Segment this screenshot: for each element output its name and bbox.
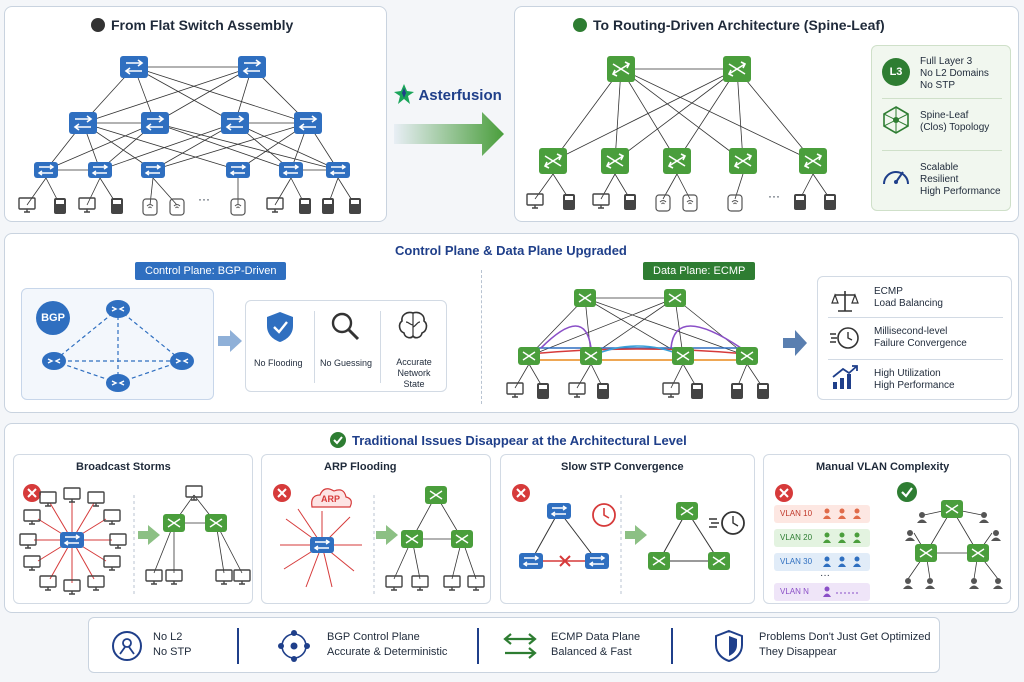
vlan-30-users-icon bbox=[823, 556, 861, 567]
bgp-diagram-box: BGP bbox=[21, 288, 214, 400]
brand: Asterfusion bbox=[394, 84, 502, 105]
l3-icon: L3 bbox=[882, 58, 910, 86]
footer-divider-2 bbox=[477, 628, 479, 664]
spine-leaf-topology bbox=[526, 55, 836, 212]
footer-problems-text: Problems Don't Just Get Optimized They D… bbox=[759, 631, 931, 658]
arp-flooding-title: ARP Flooding bbox=[324, 461, 397, 473]
vlan-success-icon bbox=[897, 482, 917, 502]
convergence-result-text: Millisecond-level Failure Convergence bbox=[874, 326, 967, 349]
footer-bgp-text: BGP Control Plane Accurate & Determinist… bbox=[327, 631, 448, 658]
feature-box: L3 Full Layer 3 No L2 Domains No STP Spi… bbox=[871, 45, 1011, 211]
feature-divider-2 bbox=[882, 150, 1002, 151]
no-flooding-label: No Flooding bbox=[254, 358, 303, 368]
broadcast-storms-title: Broadcast Storms bbox=[76, 461, 171, 473]
stp-convergence-diagram bbox=[512, 484, 745, 595]
middle-title: Control Plane & Data Plane Upgraded bbox=[395, 243, 627, 258]
feature-divider bbox=[882, 98, 1002, 99]
benefit-divider-2 bbox=[380, 311, 381, 383]
vlan-30-row: VLAN 30 bbox=[774, 553, 870, 571]
spine-leaf-title: To Routing-Driven Architecture (Spine-Le… bbox=[573, 17, 885, 33]
shield-icon bbox=[715, 629, 743, 663]
ellipsis-left: ··· bbox=[198, 192, 210, 206]
vlan-10-users-icon bbox=[823, 508, 861, 519]
clos-topology-icon bbox=[883, 106, 909, 134]
summary-footer: No L2 No STP BGP Control Plane Accurate … bbox=[88, 617, 940, 673]
no-l2-icon bbox=[112, 631, 142, 661]
feature-l3-text: Full Layer 3 No L2 Domains No STP bbox=[920, 56, 989, 91]
green-dot-icon bbox=[573, 18, 587, 32]
dark-dot-icon bbox=[91, 18, 105, 32]
arp-flooding-card: ARP Flooding ARP bbox=[261, 454, 491, 604]
brand-name: Asterfusion bbox=[418, 87, 502, 104]
fast-clock-icon bbox=[830, 327, 859, 349]
control-plane-arrow-icon bbox=[218, 330, 242, 352]
spine-leaf-panel: To Routing-Driven Architecture (Spine-Le… bbox=[514, 6, 1019, 222]
magnifier-icon bbox=[331, 312, 360, 341]
vlan-20-users-icon bbox=[823, 532, 861, 543]
vlan-n-users-icon bbox=[823, 586, 860, 597]
gauge-icon bbox=[883, 171, 909, 185]
vlan-complexity-title: Manual VLAN Complexity bbox=[816, 461, 950, 473]
data-plane-label: Data Plane: ECMP bbox=[643, 262, 756, 280]
feature-clos-text: Spine-Leaf (Clos) Topology bbox=[920, 110, 990, 133]
accurate-state-label: Accurate Network State bbox=[396, 357, 432, 389]
vlan-complexity-card: Manual VLAN Complexity VLAN 10 VLAN 20 V… bbox=[763, 454, 1011, 604]
flat-switch-panel: From Flat Switch Assembly ··· bbox=[4, 6, 387, 222]
footer-divider-1 bbox=[237, 628, 239, 664]
ecmp-arrows-icon bbox=[503, 633, 537, 659]
issues-panel: Traditional Issues Disappear at the Arch… bbox=[4, 423, 1019, 613]
brain-icon bbox=[398, 311, 428, 339]
bgp-network-icon bbox=[278, 630, 310, 662]
broadcast-storms-card: Broadcast Storms bbox=[13, 454, 253, 604]
vlan-fail-icon bbox=[775, 484, 793, 502]
vlan-routed-diagram bbox=[903, 499, 1003, 589]
bgp-badge: BGP bbox=[36, 301, 70, 335]
control-plane-label: Control Plane: BGP-Driven bbox=[135, 262, 287, 280]
shield-check-icon bbox=[267, 312, 293, 342]
stp-convergence-title: Slow STP Convergence bbox=[561, 461, 684, 473]
result-divider-1 bbox=[828, 317, 1003, 318]
data-plane-arrow-icon bbox=[783, 330, 807, 356]
vlan-10-row: VLAN 10 bbox=[774, 505, 870, 523]
plane-divider bbox=[481, 270, 482, 404]
footer-divider-3 bbox=[671, 628, 673, 664]
balance-scale-icon bbox=[831, 291, 859, 312]
footer-ecmp-text: ECMP Data Plane Balanced & Fast bbox=[551, 631, 641, 658]
footer-no-l2-text: No L2 No STP bbox=[153, 631, 192, 658]
control-data-plane-panel: Control Plane & Data Plane Upgraded Cont… bbox=[4, 233, 1019, 413]
benefit-divider-1 bbox=[314, 311, 315, 383]
bgp-topology bbox=[41, 299, 195, 393]
flat-switch-title: From Flat Switch Assembly bbox=[91, 17, 293, 33]
stp-convergence-card: Slow STP Convergence bbox=[500, 454, 755, 604]
feature-scalable-text: Scalable Resilient High Performance bbox=[920, 162, 1001, 197]
utilization-result-text: High Utilization High Performance bbox=[874, 368, 955, 391]
arp-flooding-diagram bbox=[273, 484, 485, 595]
broadcast-storms-diagram bbox=[19, 484, 251, 595]
ecmp-results-box: ECMP Load Balancing Millisecond-level Fa… bbox=[817, 276, 1012, 400]
asterfusion-logo-icon bbox=[394, 84, 414, 104]
growth-chart-icon bbox=[832, 365, 858, 389]
ecmp-topology bbox=[506, 288, 769, 399]
check-circle-icon bbox=[330, 432, 346, 448]
issues-title: Traditional Issues Disappear at the Arch… bbox=[330, 432, 687, 448]
arp-cloud-label: ARP bbox=[321, 494, 341, 504]
result-divider-2 bbox=[828, 359, 1003, 360]
vlan-n-row: VLAN N bbox=[774, 583, 870, 601]
vlan-20-row: VLAN 20 bbox=[774, 529, 870, 547]
ecmp-result-text: ECMP Load Balancing bbox=[874, 286, 943, 309]
ellipsis-right: ··· bbox=[768, 189, 780, 203]
vlan-ellipsis: ··· bbox=[820, 570, 830, 581]
control-benefits-box: No Flooding No Guessing Accurate Network… bbox=[245, 300, 447, 392]
flat-switch-topology bbox=[18, 55, 361, 216]
transition-arrow bbox=[394, 112, 504, 156]
no-guessing-label: No Guessing bbox=[320, 358, 373, 368]
